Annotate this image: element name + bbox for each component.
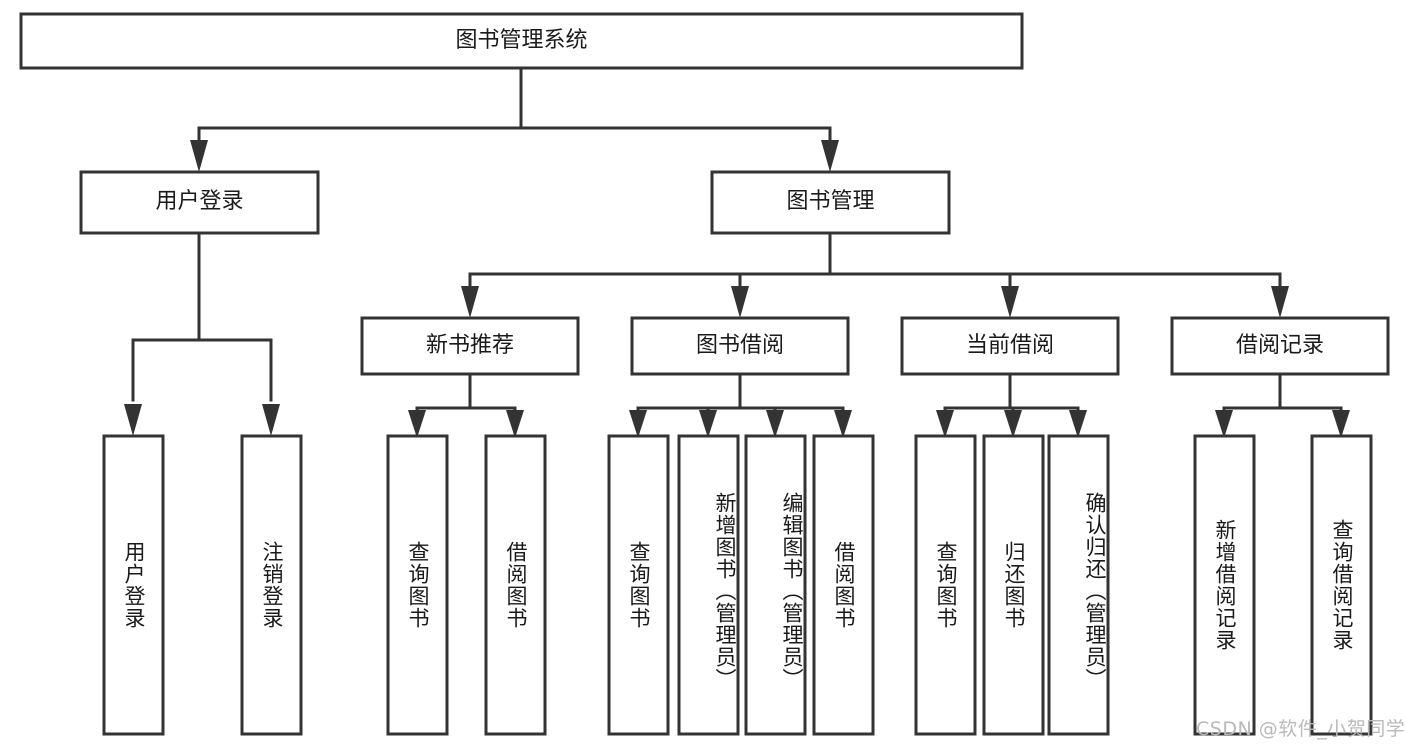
leaf-edit-book-box[interactable] [744,434,807,736]
leaf-query-record-box[interactable] [1310,434,1373,736]
connector-group-borrowrecord [1215,372,1350,438]
node-borrow-record-box[interactable] [1170,316,1390,376]
arrowhead-leaf-borrow-book-a [506,410,524,438]
leaf-user-login-box[interactable] [102,434,165,736]
arrowhead-leaf-logout [262,404,280,436]
arrowhead-userlogin [190,140,208,172]
connector-group-bookborrow [629,372,852,438]
arrowhead-leaf-query-book-b [629,410,647,438]
csdn-watermark: CSDN @软件_小贺同学 [1196,718,1405,740]
arrowhead-leaf-add-record [1215,410,1233,438]
leaf-borrow-book-b-box[interactable] [812,434,875,736]
leaf-confirm-return-box[interactable] [1047,434,1110,736]
connector-group-userlogin [124,231,280,436]
arrowhead-leaf-user-login [124,404,142,436]
leaf-logout-box[interactable] [240,434,303,736]
node-new-book-recommend-box[interactable] [360,316,580,376]
leaf-return-book-box[interactable] [982,434,1045,736]
leaf-query-book-a-box[interactable] [386,434,449,736]
connector-group-root [190,66,839,172]
leaf-query-book-b-box[interactable] [607,434,670,736]
arrowhead-bookmgmt [821,140,839,172]
leaf-borrow-book-a-box[interactable] [484,434,547,736]
node-user-login-box[interactable] [79,170,320,235]
arrowhead-leaf-edit-book [766,410,784,438]
arrowhead-newbook [461,286,479,318]
leaf-add-book-box[interactable] [677,434,740,736]
arrowhead-leaf-add-book [699,410,717,438]
connector-group-bookmgmt [461,231,1289,318]
arrowhead-leaf-query-book-c [936,410,954,438]
arrowhead-currentborrow [1001,286,1019,318]
connector-group-newbook [408,372,524,438]
arrowhead-leaf-confirm-return [1069,410,1087,438]
leaf-query-book-c-box[interactable] [914,434,977,736]
arrowhead-bookborrow [731,286,749,318]
arrowhead-leaf-return-book [1004,410,1022,438]
node-root-box[interactable] [19,12,1024,70]
node-book-management-box[interactable] [710,170,951,235]
arrowhead-leaf-query-record [1332,410,1350,438]
node-current-borrow-box[interactable] [900,316,1120,376]
node-book-borrow-box[interactable] [630,316,850,376]
connector-group-currentborrow [936,372,1087,438]
arrowhead-leaf-borrow-book-b [834,410,852,438]
arrowhead-leaf-query-book-a [408,410,426,438]
arrowhead-borrowrecord [1271,286,1289,318]
leaf-add-record-box[interactable] [1193,434,1256,736]
